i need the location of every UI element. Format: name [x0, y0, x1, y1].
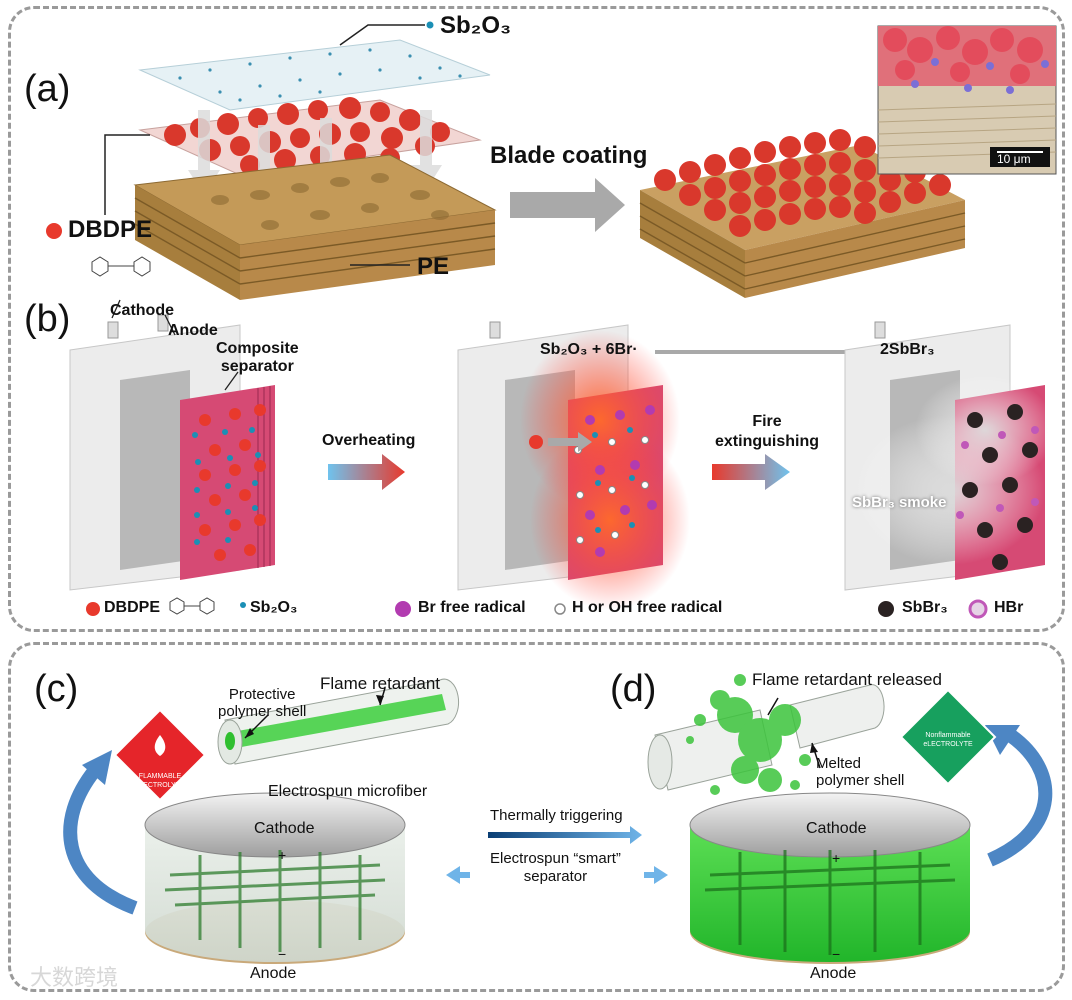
blade-coating-label: Blade coating [490, 142, 647, 170]
melted-line2: polymer shell [816, 772, 904, 789]
cathode-label-d: Cathode [806, 820, 867, 838]
flame-retardant-label: Flame retardant [320, 674, 440, 694]
protective-shell-label: Protective polymer shell [218, 686, 306, 720]
nonflammable-sign-label: Nonflammable eLECTROLYTE [918, 731, 978, 749]
legend-sbbr3: SbBr₃ [902, 599, 948, 617]
scale-bar-label: 10 μm [997, 152, 1031, 166]
watermark: 大数跨境 [30, 960, 118, 992]
composite-separator-line2: separator [216, 358, 299, 376]
nonflammable-line1: Nonflammable [918, 731, 978, 740]
smart-sep-line2: separator [490, 868, 621, 886]
dbdpe-dot-icon [46, 223, 62, 239]
overheating-label: Overheating [322, 432, 415, 450]
smart-sep-line1: Electrospun “smart” [490, 850, 621, 868]
legend-h-oh-radical: H or OH free radical [572, 599, 722, 617]
released-label: Flame retardant released [752, 670, 942, 690]
minus-sign-d: − [832, 946, 840, 962]
pe-label: PE [417, 253, 449, 281]
dbdpe-label-text: DBDPE [68, 216, 152, 243]
melted-line1: Melted [816, 755, 904, 772]
melted-shell-label: Melted polymer shell [816, 755, 904, 789]
flammable-line1: FLAMMABLE [130, 772, 190, 781]
thermally-triggering-label: Thermally triggering [490, 807, 623, 824]
fire-extinguishing-label: Fire extinguishing [715, 412, 819, 452]
plus-sign-c: + [278, 847, 286, 863]
plus-sign-d: + [832, 850, 840, 866]
legend-hbr: HBr [994, 599, 1023, 617]
legend-sb2o3: Sb₂O₃ [250, 599, 297, 617]
fire-ext-line1: Fire [715, 412, 819, 432]
shell-line2: polymer shell [218, 703, 306, 720]
composite-separator-line1: Composite [216, 340, 299, 358]
legend-dbdpe: DBDPE [104, 599, 160, 617]
flammable-line2: eLECTROLYTE [130, 781, 190, 790]
reaction-right-label: 2SbBr₃ [880, 341, 935, 359]
shell-line1: Protective [218, 686, 306, 703]
nonflammable-line2: eLECTROLYTE [918, 740, 978, 749]
minus-sign-c: − [278, 946, 286, 962]
composite-separator-label: Composite separator [216, 340, 299, 376]
microfiber-label: Electrospun microfiber [268, 783, 427, 801]
smart-separator-label: Electrospun “smart” separator [490, 850, 621, 886]
legend-br-radical: Br free radical [418, 599, 526, 617]
anode-label-c: Anode [250, 965, 296, 983]
fire-ext-line2: extinguishing [715, 432, 819, 452]
flammable-sign-label: FLAMMABLE eLECTROLYTE [130, 772, 190, 790]
dbdpe-label-a: DBDPE [46, 216, 152, 244]
cathode-label-b: Cathode [110, 302, 174, 320]
anode-label-d: Anode [810, 965, 856, 983]
anode-label-b: Anode [168, 322, 218, 340]
reaction-left-label: Sb₂O₃ + 6Br· [540, 341, 638, 359]
cathode-label-c: Cathode [254, 820, 315, 838]
sb2o3-label: Sb₂O₃ [440, 12, 511, 40]
smoke-label: SbBr₃ smoke [852, 494, 946, 511]
